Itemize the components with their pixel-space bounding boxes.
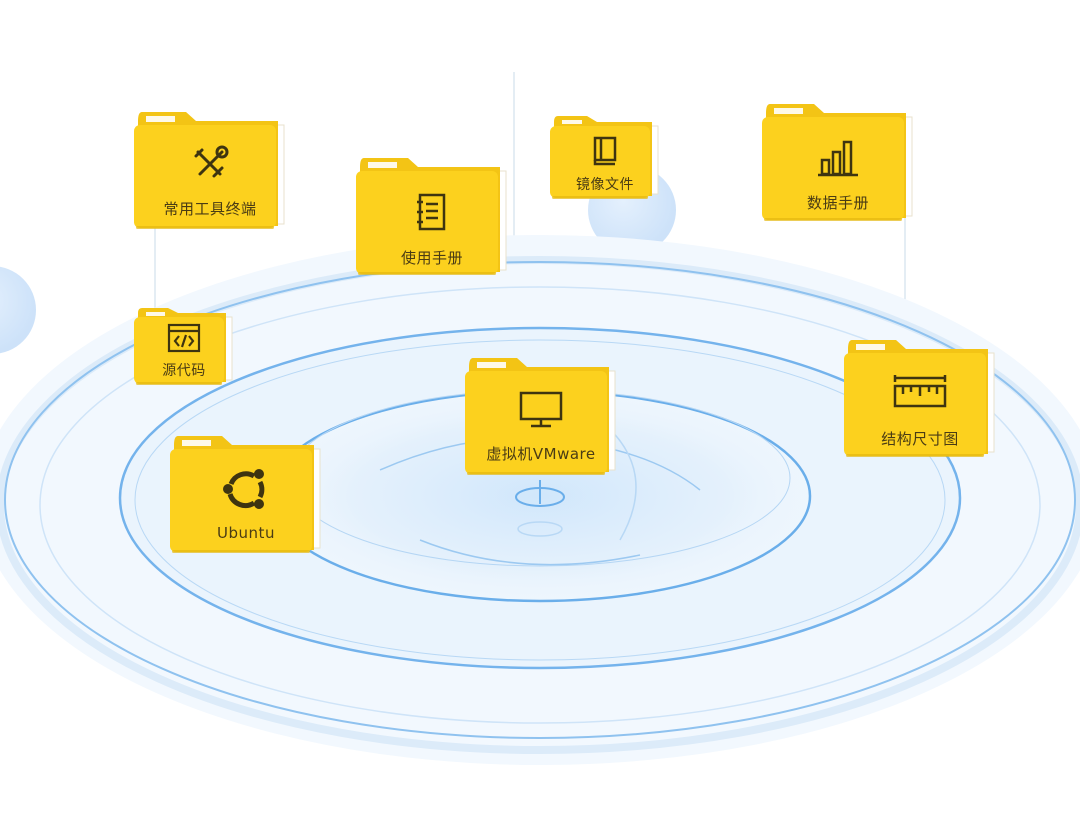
folder-front (465, 371, 607, 474)
ring (39, 286, 1041, 724)
folder-label: 结构尺寸图 (881, 430, 959, 448)
folder-tab-mark (856, 344, 885, 350)
ring (134, 339, 946, 661)
folder-ubuntu[interactable]: Ubuntu (170, 434, 322, 554)
folder-shadow (136, 382, 222, 385)
book-icon (550, 136, 660, 166)
folder-label: 源代码 (162, 363, 206, 379)
folder-image[interactable]: 镜像文件 (550, 114, 660, 200)
folder-shape (134, 112, 285, 229)
folder-shadow (467, 472, 605, 475)
folder-tab-mark (368, 162, 397, 168)
folder-shape (465, 358, 616, 475)
monitor-icon (465, 390, 617, 430)
folder-front (170, 449, 312, 552)
folder-shadow (764, 218, 902, 221)
folder-vm[interactable]: 虚拟机VMware (465, 356, 617, 476)
folder-tab-mark (182, 440, 211, 446)
outer-halo-ring (0, 256, 1080, 754)
folder-label: Ubuntu (217, 524, 275, 542)
folder-front (550, 126, 650, 198)
ruler-icon (844, 372, 996, 412)
folder-shape (170, 436, 321, 553)
outer-ring (4, 261, 1076, 739)
folder-shadow (136, 226, 274, 229)
folder-source[interactable]: 源代码 (134, 306, 234, 386)
folder-structure[interactable]: 结构尺寸图 (844, 338, 996, 458)
folder-label: 使用手册 (400, 249, 463, 267)
folder-label: 镜像文件 (576, 177, 634, 193)
folder-label: 数据手册 (806, 194, 869, 212)
folder-front (134, 125, 276, 228)
folder-label: 常用工具终端 (163, 200, 257, 218)
notebook-icon (356, 192, 508, 232)
folder-label: 虚拟机VMware (486, 445, 596, 463)
folder-front (844, 353, 986, 456)
folder-tools[interactable]: 常用工具终端 (134, 110, 286, 230)
folder-front (356, 171, 498, 274)
decor-bubble (0, 266, 36, 354)
folder-shadow (172, 550, 310, 553)
ubuntu-logo-icon (170, 464, 322, 514)
swirl-arc (419, 539, 641, 566)
folder-tab-mark (146, 116, 175, 122)
folder-data[interactable]: 数据手册 (762, 102, 914, 222)
folder-shadow (552, 196, 648, 199)
folder-tab-mark (146, 312, 165, 316)
folder-shape (356, 158, 507, 275)
folder-tab-mark (562, 120, 582, 124)
folder-shadow (358, 272, 496, 275)
folder-shape (550, 116, 659, 199)
folder-shadow (846, 454, 984, 457)
folder-tab-mark (477, 362, 506, 368)
bar-chart-icon (762, 138, 914, 178)
folder-manual[interactable]: 使用手册 (356, 156, 508, 276)
wrench-screwdriver-icon (134, 144, 286, 184)
center-shadow (517, 521, 563, 537)
platform-ring (118, 326, 962, 670)
folder-shape (844, 340, 995, 457)
code-icon (134, 323, 234, 353)
folder-tab-mark (774, 108, 803, 114)
